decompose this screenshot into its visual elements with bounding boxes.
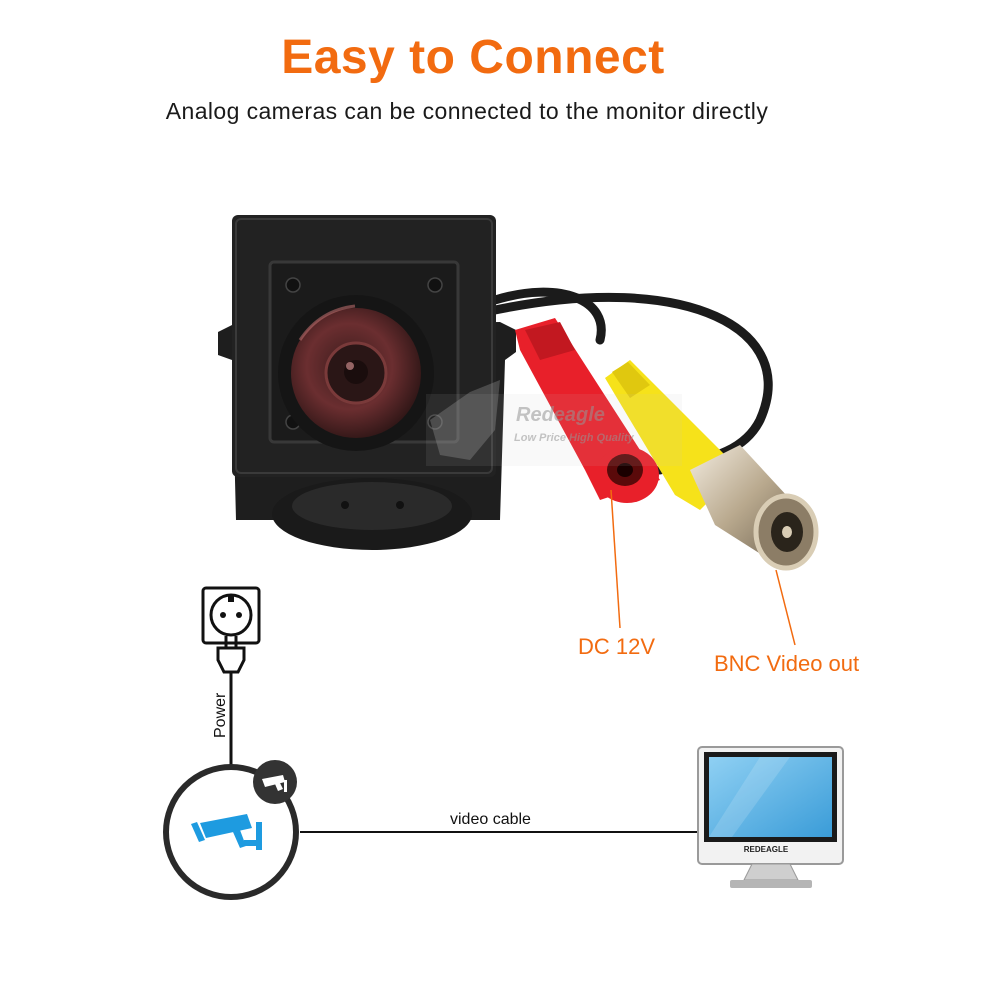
power-plug-icon [216, 636, 246, 765]
bnc-pointer-line [775, 569, 796, 646]
watermark-slogan: Low Price High Quality [514, 432, 634, 444]
dc-power-connector [515, 318, 660, 503]
cctv-camera-icon [163, 760, 299, 900]
page-title: Easy to Connect [281, 31, 665, 84]
power-label: Power [212, 692, 229, 738]
dc-pointer-line [610, 489, 621, 629]
bnc-video-out-label: BNC Video out [714, 651, 860, 676]
video-cable-label: video cable [450, 811, 531, 828]
page-subtitle: Analog cameras can be connected to the m… [165, 98, 769, 124]
watermark-logo [430, 380, 500, 460]
camera-product [218, 215, 516, 550]
dc-12v-label: DC 12V [578, 634, 656, 659]
monitor-icon [697, 746, 844, 888]
power-socket-icon [201, 586, 261, 645]
watermark-brand: Redeagle [516, 404, 605, 426]
monitor-brand-label: REDEAGLE [743, 845, 789, 854]
bnc-video-connector [605, 360, 819, 571]
